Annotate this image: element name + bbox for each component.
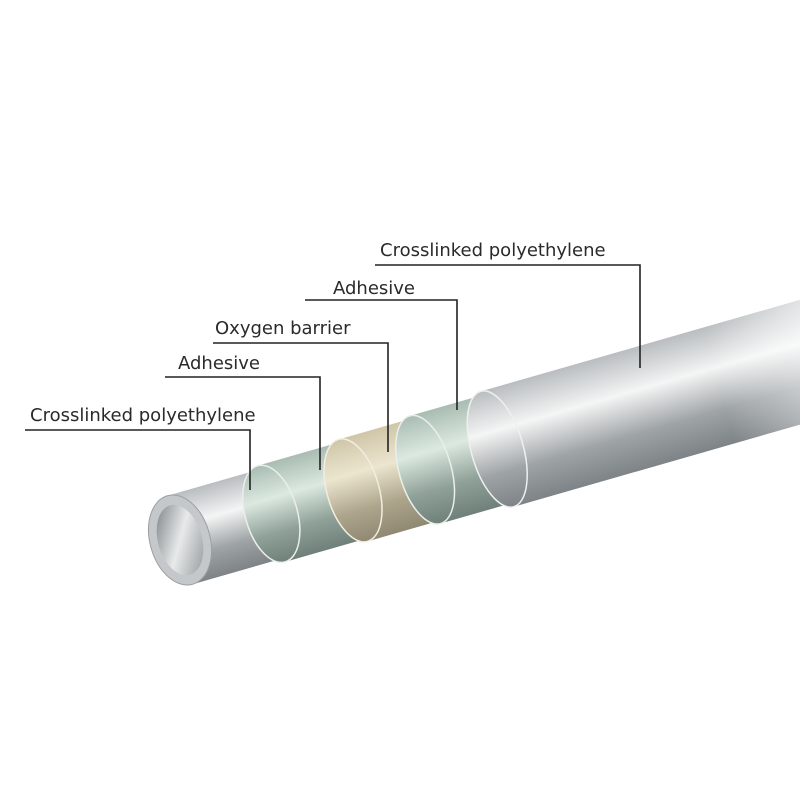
pipe-bore xyxy=(156,504,204,576)
leader-oxygen-barrier xyxy=(213,342,389,452)
leader-outer-adhesive xyxy=(305,299,458,410)
label-oxygen-barrier: Oxygen barrier xyxy=(215,318,351,339)
leader-outer-pex xyxy=(375,264,641,368)
label-inner-pex: Crosslinked polyethylene xyxy=(30,405,256,426)
leader-inner-pex xyxy=(25,429,251,490)
layer-outer-pex xyxy=(466,276,800,508)
label-outer-pex: Crosslinked polyethylene xyxy=(380,240,606,261)
label-outer-adhesive: Adhesive xyxy=(333,278,415,299)
leader-inner-adhesive xyxy=(165,376,321,470)
label-inner-adhesive: Adhesive xyxy=(178,353,260,374)
